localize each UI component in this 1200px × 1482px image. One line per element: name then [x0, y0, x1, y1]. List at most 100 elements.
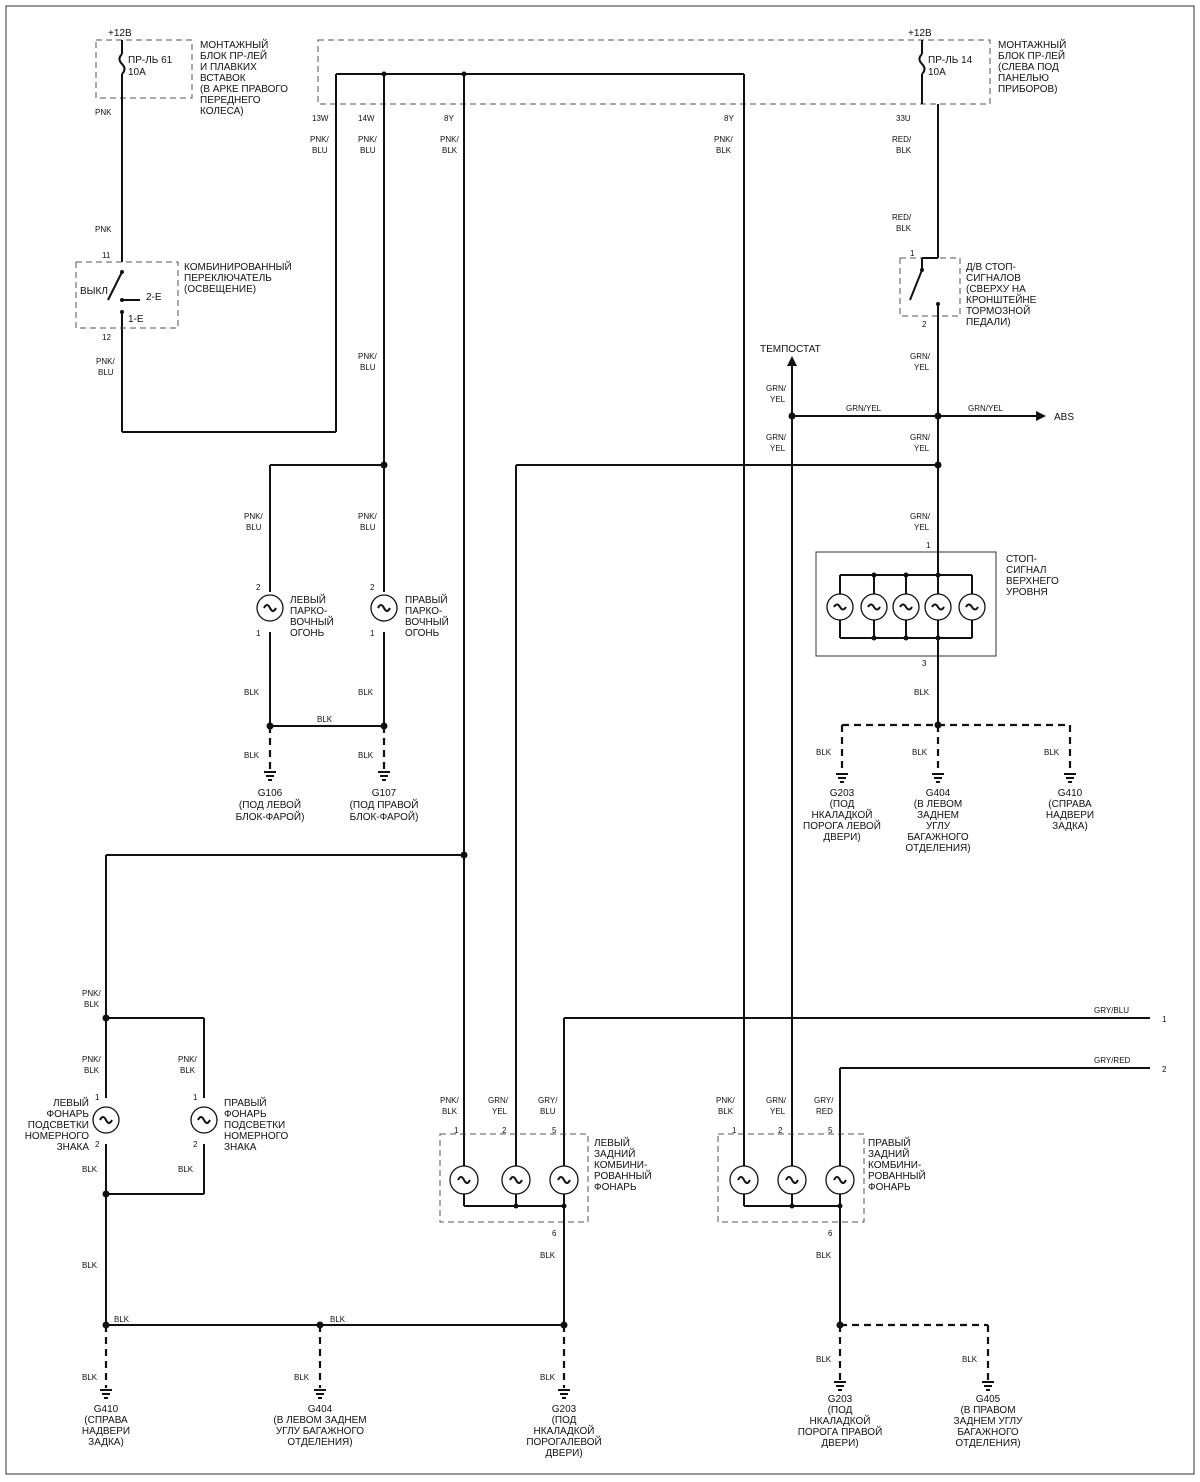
svg-text:(СЛЕВА ПОД: (СЛЕВА ПОД [998, 62, 1059, 73]
svg-text:ЗНАКА: ЗНАКА [57, 1142, 90, 1153]
svg-text:YEL: YEL [770, 444, 786, 453]
svg-text:BLU: BLU [312, 146, 328, 155]
left-plate-lamp: 1 2 ЛЕВЫЙ ФОНАРЬ ПОДСВЕТКИ НОМЕРНОГО ЗНА… [25, 1093, 120, 1153]
ground-icon [836, 773, 848, 783]
svg-text:ВЫКЛ: ВЫКЛ [80, 286, 108, 297]
svg-text:1: 1 [910, 249, 915, 258]
svg-text:ФОНАРЬ: ФОНАРЬ [868, 1182, 911, 1193]
svg-text:BLK: BLK [912, 748, 928, 757]
svg-text:2: 2 [256, 583, 261, 592]
svg-text:PNK/: PNK/ [714, 135, 733, 144]
svg-text:ПЕРЕКЛЮЧАТЕЛЬ: ПЕРЕКЛЮЧАТЕЛЬ [184, 273, 272, 284]
ground-icon [932, 773, 944, 783]
diagram-frame [5, 5, 1195, 1475]
right-rear-combination-lamp: 1 2 5 6 ПРАВЫЙ ЗАДНИЙ КОМБИНИ- РОВАННЫЙ … [717, 1126, 926, 1238]
svg-text:РОВАННЫЙ: РОВАННЫЙ [594, 1169, 652, 1182]
svg-text:1: 1 [193, 1093, 198, 1102]
svg-text:10А: 10А [128, 67, 146, 78]
svg-text:6: 6 [552, 1229, 557, 1238]
pin-13w: 13W [312, 114, 329, 123]
svg-text:НОМЕРНОГО: НОМЕРНОГО [25, 1131, 90, 1142]
svg-text:RED: RED [816, 1107, 833, 1116]
svg-text:GRN/: GRN/ [910, 433, 931, 442]
svg-text:ЗАДНИЙ: ЗАДНИЙ [594, 1147, 635, 1160]
svg-text:5: 5 [552, 1126, 557, 1135]
svg-text:BLK: BLK [114, 1315, 130, 1324]
svg-text:ЗАДНИЙ: ЗАДНИЙ [868, 1147, 909, 1160]
svg-text:BLK: BLK [82, 1165, 98, 1174]
abs-arrow-icon [1036, 411, 1046, 421]
svg-text:(СПРАВА: (СПРАВА [1048, 799, 1092, 810]
svg-text:2: 2 [778, 1126, 783, 1135]
svg-text:PNK/: PNK/ [358, 512, 377, 521]
svg-text:КРОНШТЕЙНЕ: КРОНШТЕЙНЕ [966, 293, 1037, 306]
svg-text:ФОНАРЬ: ФОНАРЬ [46, 1109, 89, 1120]
svg-text:11: 11 [102, 251, 111, 260]
svg-text:(ОСВЕЩЕНИЕ): (ОСВЕЩЕНИЕ) [184, 284, 256, 295]
svg-text:СИГНАЛОВ: СИГНАЛОВ [966, 273, 1021, 284]
svg-text:BLK: BLK [84, 1066, 100, 1075]
svg-text:2-E: 2-E [146, 292, 162, 303]
svg-text:УГЛУ БАГАЖНОГО: УГЛУ БАГАЖНОГО [276, 1426, 364, 1437]
svg-text:BLK: BLK [294, 1373, 310, 1382]
svg-text:BLK: BLK [330, 1315, 346, 1324]
ground-icon [558, 1389, 570, 1399]
svg-text:GRN/: GRN/ [910, 352, 931, 361]
svg-text:ПОРОГА ЛЕВОЙ: ПОРОГА ЛЕВОЙ [803, 819, 881, 832]
svg-text:ЛЕВЫЙ: ЛЕВЫЙ [53, 1096, 89, 1109]
svg-text:10А: 10А [928, 67, 946, 78]
fuse-block-right-label: МОНТАЖНЫЙ БЛОК ПР-ЛЕЙ (СЛЕВА ПОД ПАНЕЛЬЮ… [998, 38, 1066, 95]
svg-text:BLK: BLK [816, 1355, 832, 1364]
svg-text:(ПОД ПРАВОЙ: (ПОД ПРАВОЙ [350, 798, 419, 811]
svg-text:ПРАВЫЙ: ПРАВЫЙ [224, 1096, 267, 1109]
fuse-block-left: +12В ПР-ЛЬ 61 10А МОНТАЖНЫЙ БЛОК ПР-ЛЕЙ … [95, 28, 288, 117]
svg-text:ФОНАРЬ: ФОНАРЬ [224, 1109, 267, 1120]
svg-text:(В ЛЕВОМ: (В ЛЕВОМ [914, 799, 962, 810]
svg-text:YEL: YEL [770, 395, 786, 404]
svg-text:ПОДСВЕТКИ: ПОДСВЕТКИ [28, 1120, 89, 1131]
svg-text:ПЕРЕДНЕГО: ПЕРЕДНЕГО [200, 95, 261, 106]
svg-text:БЛОК-ФАРОЙ): БЛОК-ФАРОЙ) [236, 810, 305, 823]
svg-text:ВОЧНЫЙ: ВОЧНЫЙ [290, 615, 334, 628]
svg-text:GRN/: GRN/ [766, 1096, 787, 1105]
ground-g404-bottom: G404 (В ЛЕВОМ ЗАДНЕМ УГЛУ БАГАЖНОГО ОТДЕ… [273, 1389, 367, 1448]
ground-g106: G106 (ПОД ЛЕВОЙ БЛОК-ФАРОЙ) [236, 771, 305, 823]
svg-text:BLK: BLK [358, 688, 374, 697]
svg-text:ПР-ЛЬ 61: ПР-ЛЬ 61 [128, 55, 173, 66]
svg-text:BLK: BLK [358, 751, 374, 760]
svg-text:PNK/: PNK/ [358, 352, 377, 361]
ground-g107: G107 (ПОД ПРАВОЙ БЛОК-ФАРОЙ) [350, 771, 419, 823]
svg-text:ЗАДНЕМ: ЗАДНЕМ [917, 810, 959, 821]
svg-text:GRN/: GRN/ [766, 384, 787, 393]
svg-text:МОНТАЖНЫЙ: МОНТАЖНЫЙ [200, 38, 268, 51]
svg-text:BLK: BLK [178, 1165, 194, 1174]
combined-switch: 11 12 ВЫКЛ 2-E 1-E КОМБИНИРОВАННЫЙ ПЕРЕК… [75, 251, 292, 342]
svg-text:БАГАЖНОГО: БАГАЖНОГО [907, 832, 969, 843]
svg-text:YEL: YEL [914, 444, 930, 453]
wire-labels: PNK PNK PNK/BLU PNK/BLU PNK/BLU PNK/BLU … [82, 108, 1131, 1382]
right-parking-lamp: 2 1 ПРАВЫЙ ПАРКО- ВОЧНЫЙ ОГОНЬ [370, 583, 449, 639]
svg-text:БЛОК ПР-ЛЕЙ: БЛОК ПР-ЛЕЙ [200, 49, 267, 62]
svg-text:PNK/: PNK/ [178, 1055, 197, 1064]
svg-text:PNK/: PNK/ [82, 989, 101, 998]
fuse-14-icon [918, 53, 926, 75]
svg-text:GRN/: GRN/ [488, 1096, 509, 1105]
ground-g410-top: G410 (СПРАВА НАДВЕРИ ЗАДКА) [1046, 773, 1094, 832]
svg-text:BLK: BLK [716, 146, 732, 155]
svg-text:BLK: BLK [896, 146, 912, 155]
svg-text:НАДВЕРИ: НАДВЕРИ [1046, 810, 1094, 821]
ground-icon [1064, 773, 1076, 783]
svg-text:YEL: YEL [914, 363, 930, 372]
svg-text:(В ПРАВОМ: (В ПРАВОМ [960, 1405, 1015, 1416]
svg-text:БАГАЖНОГО: БАГАЖНОГО [957, 1427, 1019, 1438]
svg-text:BLK: BLK [442, 1107, 458, 1116]
svg-text:1: 1 [926, 541, 931, 550]
svg-text:ЗАДНЕМ УГЛУ: ЗАДНЕМ УГЛУ [954, 1416, 1024, 1427]
svg-text:BLK: BLK [82, 1373, 98, 1382]
svg-text:ОТДЕЛЕНИЯ): ОТДЕЛЕНИЯ) [905, 843, 970, 854]
svg-text:ПОРОГАЛЕВОЙ: ПОРОГАЛЕВОЙ [526, 1435, 601, 1448]
wires [105, 98, 1150, 1326]
svg-text:12: 12 [102, 333, 111, 342]
brake-light-switch: 1 2 Д/В СТОП- СИГНАЛОВ (СВЕРХУ НА КРОНШТ… [899, 249, 1037, 329]
svg-text:2: 2 [502, 1126, 507, 1135]
